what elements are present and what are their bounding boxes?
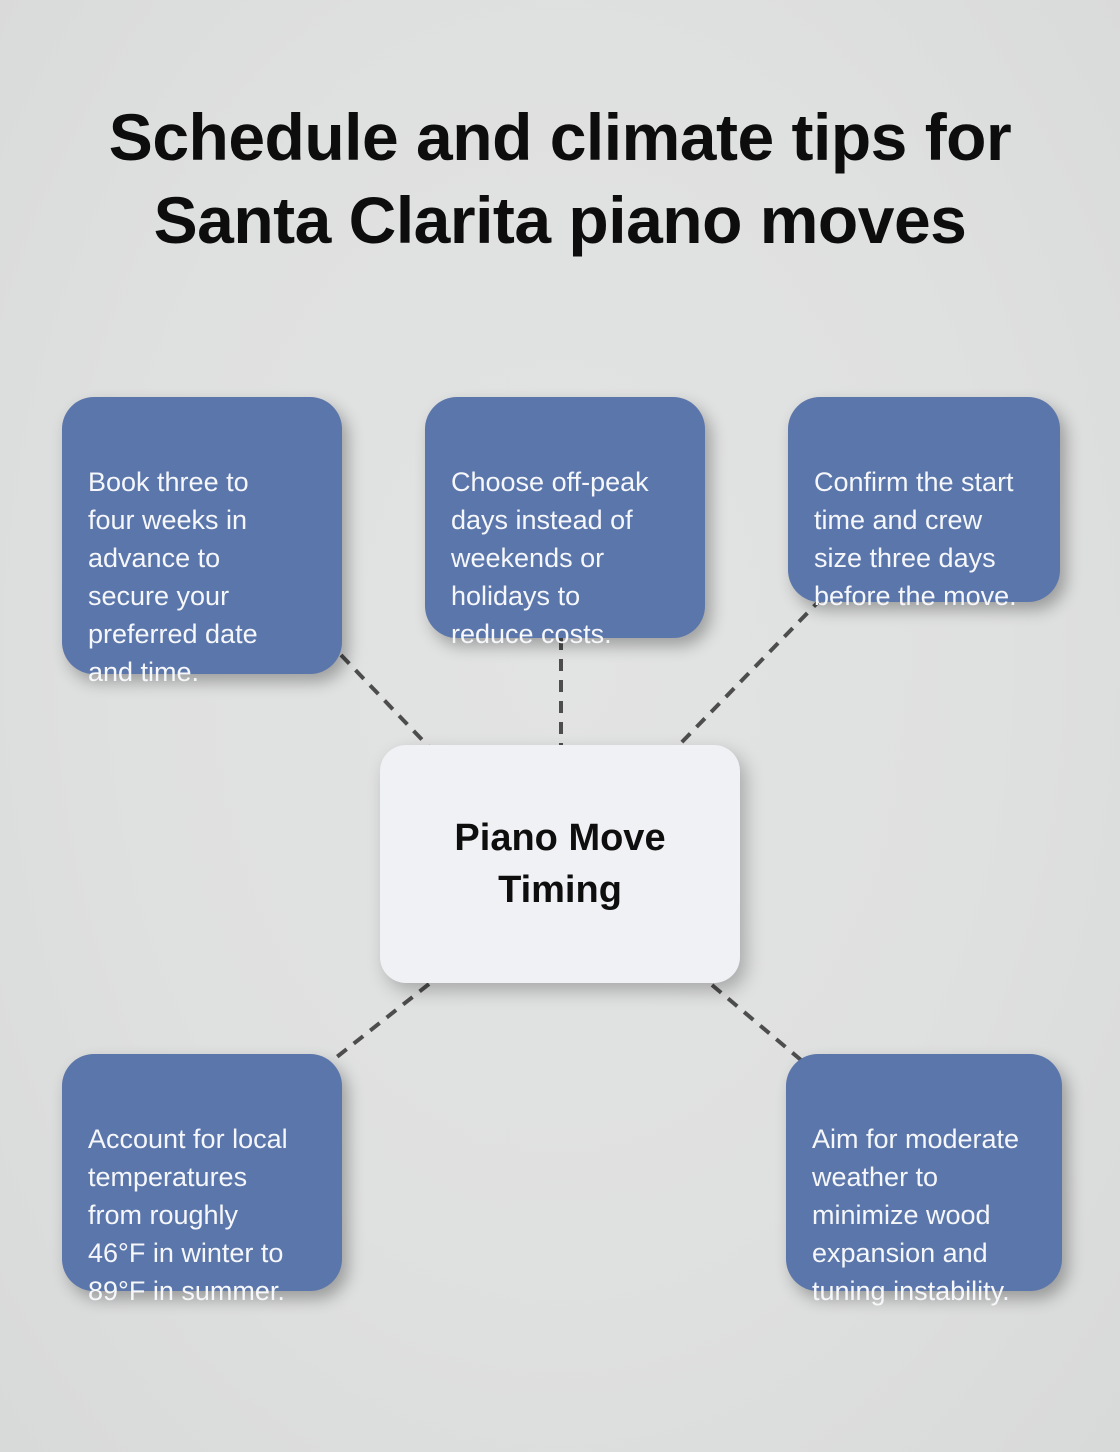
tip-text-local-temperatures: Account for local temperatures from roug… [88, 1124, 288, 1306]
central-topic-label: Piano Move Timing [454, 817, 666, 911]
tip-text-confirm-start: Confirm the start time and crew size thr… [814, 467, 1017, 611]
tip-text-booking-advance: Book three to four weeks in advance to s… [88, 467, 258, 687]
connector-center-to-bottom-right [710, 983, 803, 1062]
tip-node-moderate-weather: Aim for moderate weather to minimize woo… [786, 1054, 1062, 1306]
tip-node-off-peak-days: Choose off-peak days instead of weekends… [425, 397, 705, 649]
tip-text-moderate-weather: Aim for moderate weather to minimize woo… [812, 1124, 1020, 1306]
central-topic-node: Piano Move Timing [380, 745, 740, 983]
page-title-line2: Santa Clarita piano moves [153, 183, 967, 258]
tip-node-booking-advance: Book three to four weeks in advance to s… [62, 397, 342, 687]
connector-top-left-to-center [339, 653, 431, 749]
page-title-line1: Schedule and climate tips for [108, 100, 1012, 174]
page-title: Schedule and climate tips for Santa Clar… [0, 96, 1120, 262]
tip-text-off-peak-days: Choose off-peak days instead of weekends… [451, 467, 649, 649]
tip-node-local-temperatures: Account for local temperatures from roug… [62, 1054, 342, 1306]
connector-center-to-bottom-left [331, 982, 431, 1062]
tip-node-confirm-start: Confirm the start time and crew size thr… [788, 397, 1060, 611]
